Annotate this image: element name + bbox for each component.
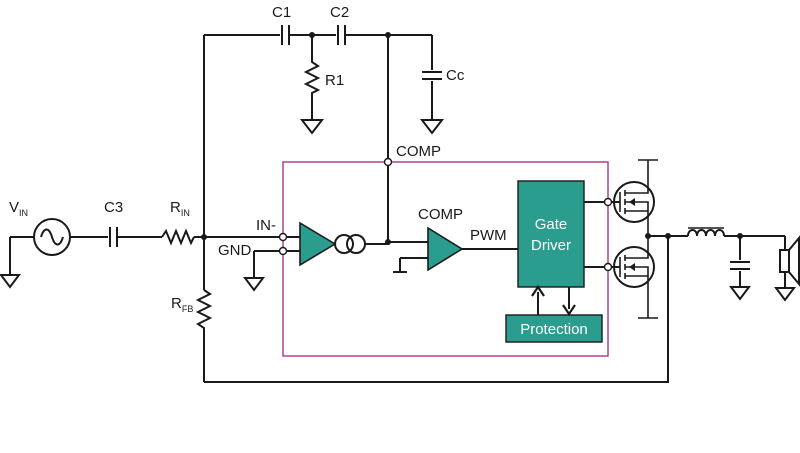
gate-driver-label: Gate (535, 216, 568, 233)
ic-internals (286, 180, 604, 343)
gate-pin-low (603, 262, 613, 272)
capacitor-c3 (109, 227, 118, 247)
mosfet-low-icon (613, 236, 658, 319)
label-vin: VIN (9, 199, 28, 218)
resistor-r1 (303, 35, 321, 120)
label-comp-amp: COMP (418, 206, 463, 223)
compensation-network (204, 25, 445, 245)
gate-driver-label-2: Driver (531, 237, 571, 254)
capacitor-c2 (337, 25, 346, 45)
current-source-icon (334, 234, 366, 254)
ground-symbol (243, 277, 265, 292)
gate-pin-high (603, 197, 613, 207)
in-minus-pin (278, 232, 288, 242)
mosfet-high-icon (613, 159, 658, 236)
pwm-comparator (427, 226, 464, 272)
ic-boundary (282, 161, 609, 357)
gate-driver-block (517, 180, 585, 288)
label-gnd: GND (218, 242, 252, 259)
label-pwm: PWM (470, 227, 507, 244)
speaker-icon (774, 235, 800, 302)
label-r1: R1 (325, 72, 344, 89)
resistor-rfb (195, 289, 213, 382)
output-capacitor (730, 261, 750, 270)
label-cc: Cc (446, 67, 465, 84)
label-comp-pin: COMP (396, 143, 441, 160)
label-c2: C2 (330, 4, 349, 21)
label-rfb: RFB (171, 295, 193, 314)
ac-source-icon (33, 218, 71, 256)
inductor-icon (687, 227, 725, 237)
resistor-rin (161, 228, 195, 246)
protection-block (505, 314, 603, 343)
output-stage (204, 159, 800, 383)
input-network (0, 35, 280, 382)
ground-symbol (729, 286, 751, 301)
label-in-minus: IN- (256, 217, 276, 234)
capacitor-cc (422, 71, 442, 80)
ground-symbol (0, 274, 21, 289)
junction-dot (645, 233, 651, 239)
ground-symbol (419, 119, 445, 135)
capacitor-c1 (281, 25, 290, 45)
transconductance-amplifier (299, 221, 337, 267)
label-c3: C3 (104, 199, 123, 216)
protection-label: Protection (520, 321, 588, 338)
ground-symbol (299, 119, 325, 135)
comp-pin (383, 157, 393, 167)
label-c1: C1 (272, 4, 291, 21)
gnd-pin (278, 246, 288, 256)
label-rin: RIN (170, 199, 190, 218)
junction-dot (201, 234, 207, 240)
